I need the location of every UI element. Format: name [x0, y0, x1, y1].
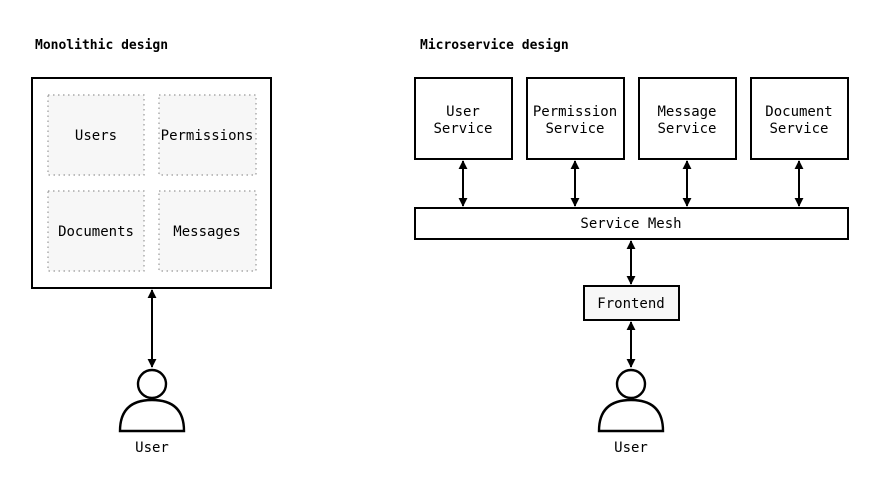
- permission-service-label-1: Permission: [533, 104, 617, 120]
- user-service-box: [414, 77, 513, 160]
- user-service-label-2: Service: [433, 121, 492, 137]
- frontend-box: [583, 285, 680, 321]
- module-users-label: Users: [75, 128, 117, 144]
- module-permissions-label: Permissions: [161, 128, 254, 144]
- microservice-title: Microservice design: [420, 38, 569, 53]
- user-icon: [597, 368, 665, 433]
- monolithic-title: Monolithic design: [35, 38, 168, 53]
- monolith-user-label: User: [135, 440, 169, 456]
- document-service-label-2: Service: [769, 121, 828, 137]
- document-service-box: [750, 77, 849, 160]
- module-documents-label: Documents: [58, 224, 134, 240]
- frontend-label: Frontend: [597, 296, 664, 312]
- module-users: [47, 94, 145, 176]
- monolithic-section: Monolithic design Users Permissions Docu…: [31, 38, 272, 456]
- microservice-user-label: User: [614, 440, 648, 456]
- permission-service-box: [526, 77, 625, 160]
- document-service-label-1: Document: [765, 104, 832, 120]
- module-permissions: [158, 94, 257, 176]
- user-icon: [118, 368, 186, 433]
- module-messages: [158, 190, 257, 272]
- module-documents: [47, 190, 145, 272]
- message-service-label-2: Service: [657, 121, 716, 137]
- service-mesh-bar: [414, 207, 849, 240]
- message-service-label-1: Message: [657, 104, 716, 120]
- user-service-label-1: User: [446, 104, 480, 120]
- message-service-box: [638, 77, 737, 160]
- microservice-section: Microservice design User Service Permiss…: [414, 38, 849, 456]
- permission-service-label-2: Service: [545, 121, 604, 137]
- module-messages-label: Messages: [173, 224, 240, 240]
- service-mesh-label: Service Mesh: [580, 216, 681, 232]
